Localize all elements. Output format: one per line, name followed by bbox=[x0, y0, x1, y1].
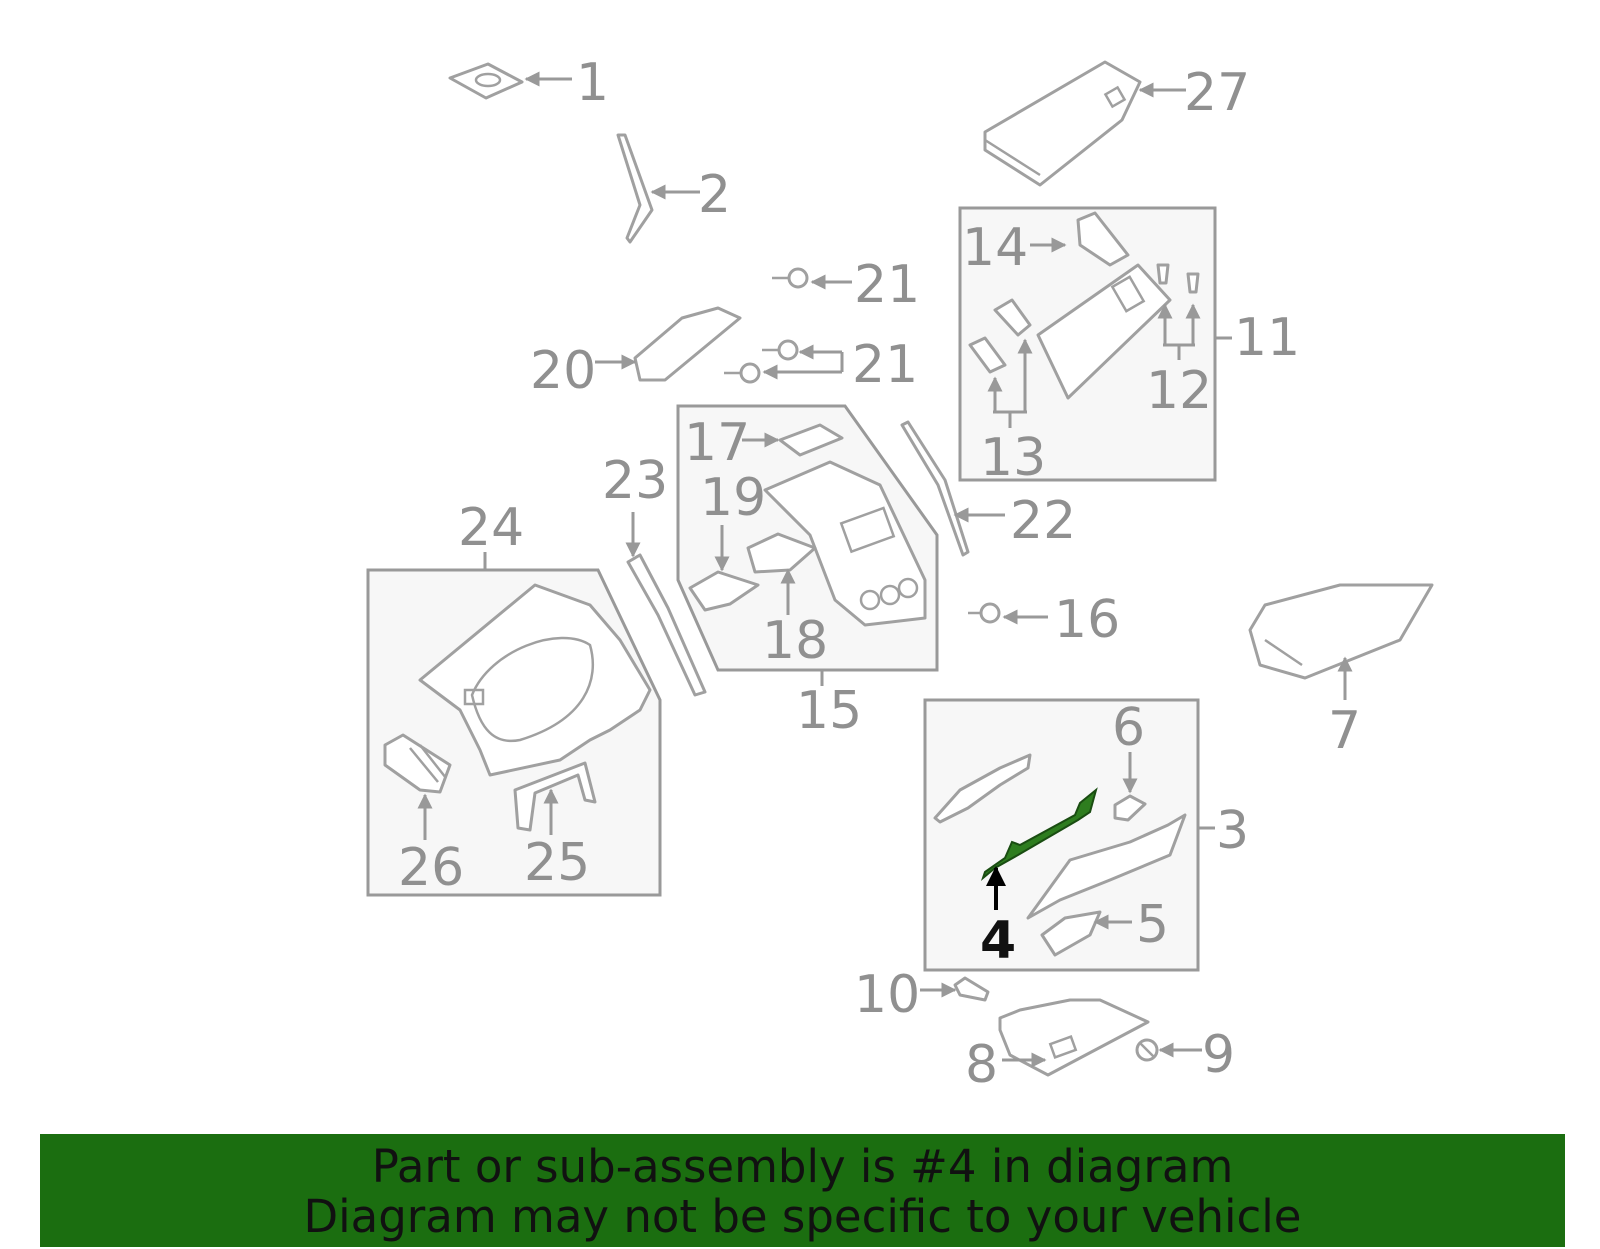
callout-19: 19 bbox=[700, 468, 766, 528]
callout-4: 4 bbox=[980, 911, 1016, 971]
callout-22: 22 bbox=[1010, 491, 1076, 551]
part-2-trim bbox=[616, 133, 654, 244]
part-17-cover bbox=[778, 423, 844, 457]
callout-8: 8 bbox=[965, 1035, 998, 1095]
part-22-strip bbox=[900, 420, 970, 557]
part-7-glove-box bbox=[1248, 583, 1434, 680]
callout-24: 24 bbox=[458, 498, 524, 558]
part-11-panel bbox=[1036, 263, 1172, 400]
callout-23: 23 bbox=[602, 451, 668, 511]
part-15-center-panel bbox=[763, 460, 927, 627]
callout-18: 18 bbox=[762, 611, 828, 671]
part-16-bolt bbox=[968, 602, 1001, 624]
callout-25: 25 bbox=[524, 833, 590, 893]
part-6-clip bbox=[1113, 794, 1147, 822]
callout-20: 20 bbox=[530, 341, 596, 401]
part-26-vent bbox=[383, 733, 452, 794]
callout-9: 9 bbox=[1202, 1025, 1235, 1085]
callout-13: 13 bbox=[980, 428, 1046, 488]
part-3-lower-trim bbox=[1026, 813, 1187, 920]
callout-7: 7 bbox=[1328, 701, 1361, 761]
callout-15: 15 bbox=[796, 681, 862, 741]
callout-21b: 21 bbox=[852, 335, 918, 395]
callout-12: 12 bbox=[1146, 361, 1212, 421]
part-8-bracket bbox=[998, 998, 1150, 1077]
part-12-screws bbox=[1156, 263, 1200, 294]
part-19-vent bbox=[688, 570, 760, 612]
callout-26: 26 bbox=[398, 838, 464, 898]
part-10-clip bbox=[953, 976, 990, 1002]
callout-14: 14 bbox=[962, 218, 1028, 278]
part-27-cover bbox=[983, 60, 1142, 187]
banner-line-1: Part or sub-assembly is #4 in diagram bbox=[371, 1140, 1234, 1193]
part-13-clips bbox=[968, 298, 1032, 374]
part-9-nut bbox=[1135, 1038, 1159, 1062]
callout-10: 10 bbox=[854, 965, 920, 1025]
callout-27: 27 bbox=[1184, 63, 1250, 123]
callout-17: 17 bbox=[684, 413, 750, 473]
callout-16: 16 bbox=[1054, 590, 1120, 650]
part-3-upper-trim bbox=[933, 753, 1032, 824]
callout-5: 5 bbox=[1136, 895, 1169, 955]
callout-2: 2 bbox=[698, 165, 731, 225]
part-25-bezel bbox=[513, 761, 597, 832]
part-24-dashboard bbox=[418, 583, 652, 777]
callout-3: 3 bbox=[1216, 801, 1249, 861]
part-20-duct bbox=[633, 306, 742, 382]
info-banner: Part or sub-assembly is #4 in diagram Di… bbox=[40, 1134, 1565, 1247]
part-18-vent bbox=[746, 532, 817, 574]
part-1-gasket bbox=[448, 62, 524, 100]
part-21-bolts bbox=[724, 267, 809, 384]
banner-line-2: Diagram may not be specific to your vehi… bbox=[303, 1190, 1302, 1243]
callout-21a: 21 bbox=[854, 255, 920, 315]
part-14-bracket bbox=[1076, 211, 1130, 267]
callout-1: 1 bbox=[576, 53, 609, 113]
callout-11: 11 bbox=[1234, 308, 1300, 368]
callout-6: 6 bbox=[1112, 698, 1145, 758]
